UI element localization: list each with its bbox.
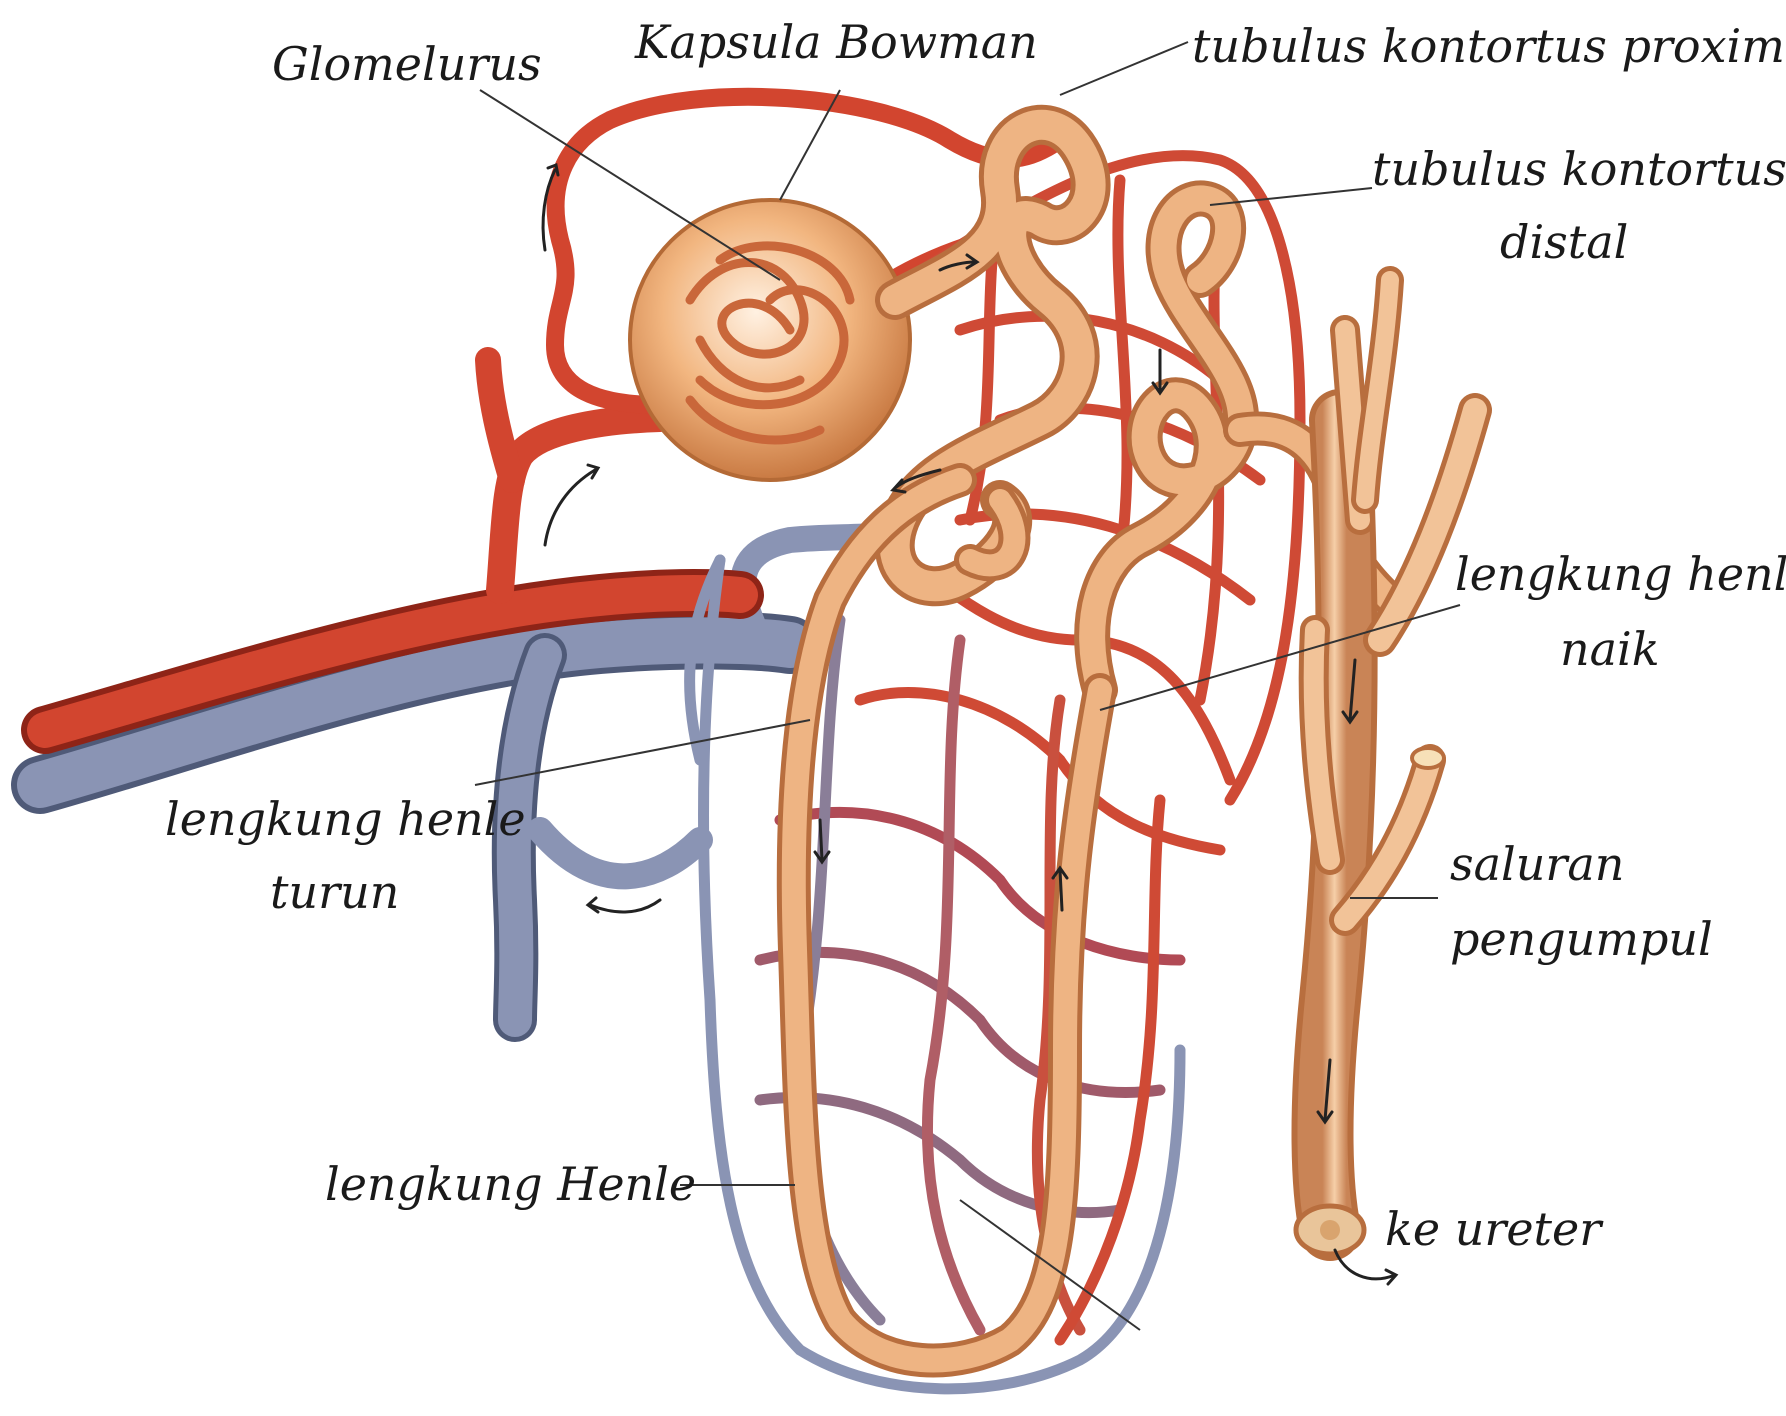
label-to-ureter: ke ureter — [1385, 1202, 1604, 1256]
leader-proximal — [1060, 42, 1188, 95]
label-descending-henle-line2: turun — [270, 865, 399, 919]
label-proximal-tubule: tubulus kontortus proximal — [1192, 19, 1786, 73]
label-loop-of-henle: lengkung Henle — [325, 1157, 696, 1211]
label-descending-henle-line1: lengkung henle — [165, 792, 526, 846]
label-ascending-henle-line1: lengkung henle — [1455, 547, 1786, 601]
label-distal-tubule-line2: distal — [1500, 215, 1628, 269]
label-glomerulus: Glomelurus — [272, 37, 542, 91]
label-ascending-henle-line2: naik — [1560, 622, 1660, 676]
label-collecting-duct-line2: pengumpul — [1450, 912, 1713, 966]
label-collecting-duct-line1: saluran — [1450, 837, 1624, 891]
label-distal-tubule-line1: tubulus kontortus — [1372, 142, 1786, 196]
label-bowman-capsule: Kapsula Bowman — [634, 15, 1038, 69]
collecting-duct — [1296, 280, 1475, 1254]
